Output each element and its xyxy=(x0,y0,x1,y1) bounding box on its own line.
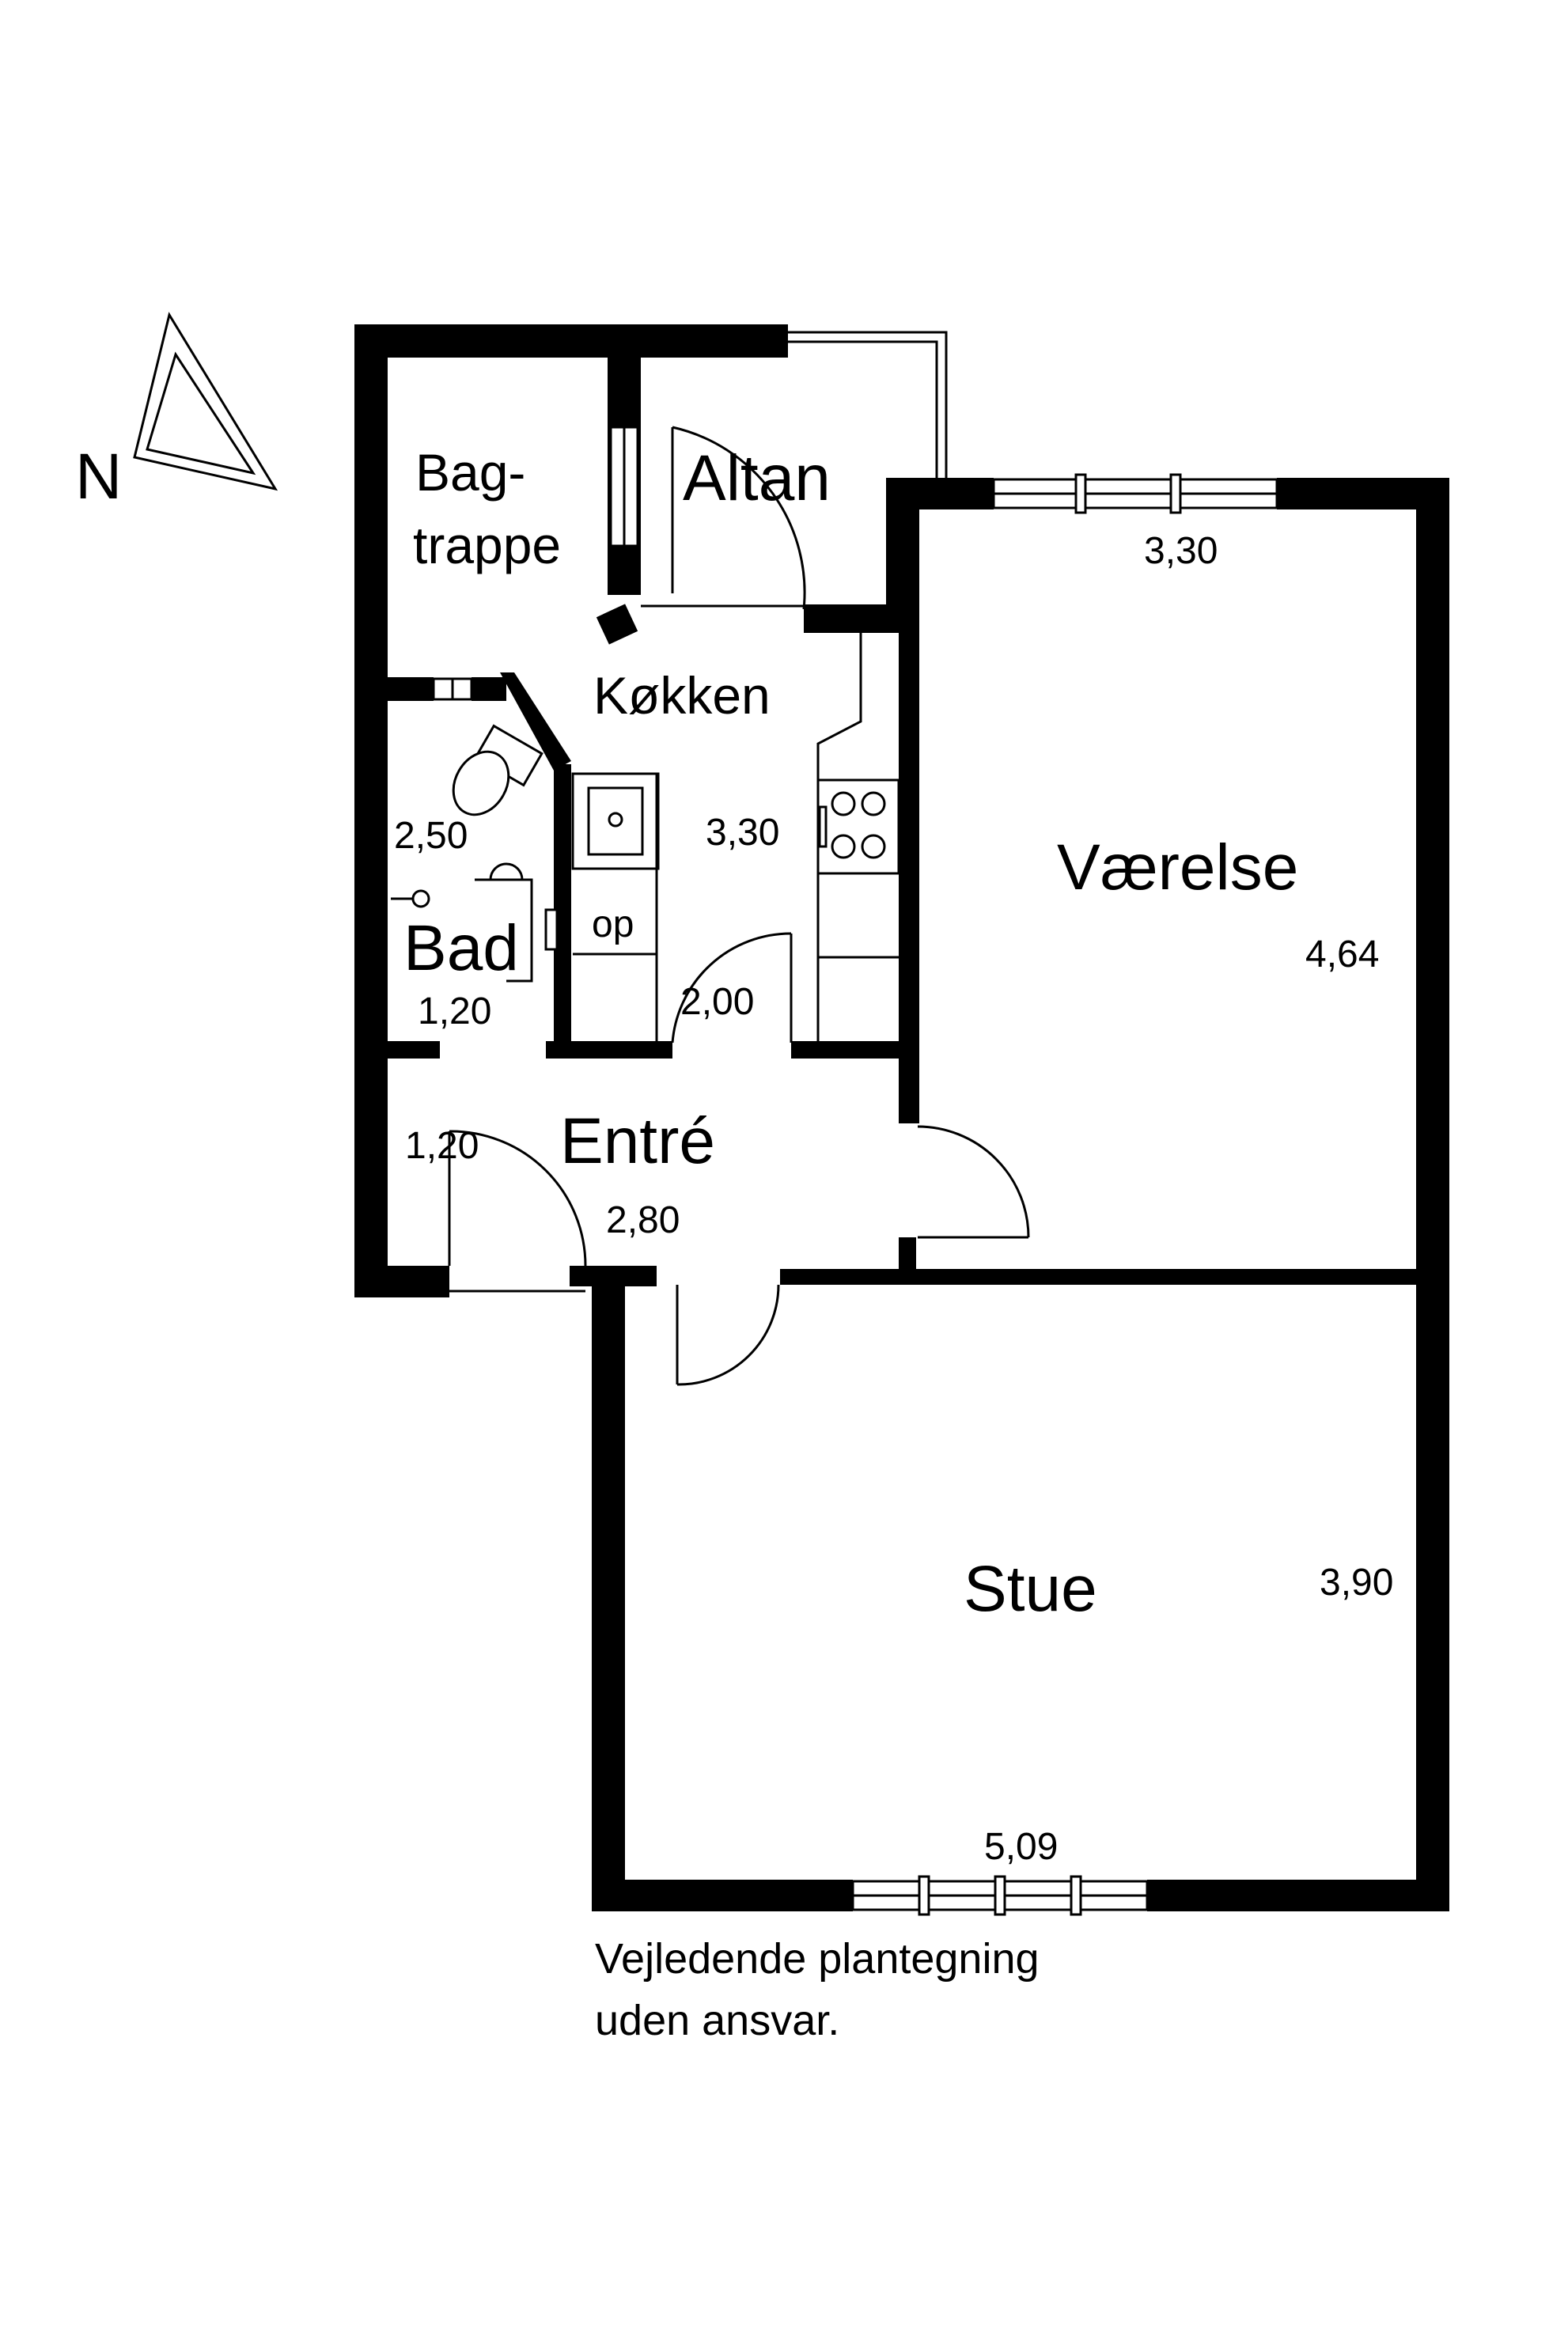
interior-walls xyxy=(388,358,1416,1285)
dim-bad-width: 1,20 xyxy=(418,990,491,1032)
dim-stue-length: 3,90 xyxy=(1320,1562,1393,1604)
room-label-altan: Altan xyxy=(683,442,831,514)
disclaimer-line-2: uden ansvar. xyxy=(595,1997,839,2044)
room-label-entre: Entré xyxy=(560,1105,715,1177)
dim-vaerelse-width: 3,30 xyxy=(1144,530,1218,572)
north-label: N xyxy=(75,441,122,513)
room-label-vaerelse: Værelse xyxy=(1057,831,1298,903)
dim-kokken-length: 3,30 xyxy=(706,812,779,854)
shower-icon xyxy=(391,862,559,983)
stove-icon xyxy=(816,778,900,875)
north-arrow-icon xyxy=(133,312,278,491)
dim-entre-length: 2,80 xyxy=(606,1199,680,1241)
window-bagtrappe xyxy=(609,426,639,547)
dim-kokken-width: 2,00 xyxy=(680,981,754,1023)
window-vaerelse xyxy=(992,473,1278,514)
door-stue xyxy=(676,1284,780,1386)
room-label-bagtrappe-1: Bag- xyxy=(415,443,525,502)
sink-icon xyxy=(587,786,644,856)
door-altan xyxy=(641,426,806,610)
toilet-icon xyxy=(452,724,543,816)
room-label-kokken: Køkken xyxy=(593,666,771,725)
fixture-label-op: op xyxy=(592,903,634,945)
dim-stue-width: 5,09 xyxy=(984,1826,1058,1868)
door-kokken-entre xyxy=(671,932,793,1043)
disclaimer-line-1: Vejledende plantegning xyxy=(595,1935,1040,1983)
room-label-stue: Stue xyxy=(964,1553,1097,1625)
exterior-walls xyxy=(354,324,1449,1911)
room-label-bagtrappe-2: trappe xyxy=(413,516,561,574)
door-entre-vaerelse xyxy=(917,1125,1030,1239)
room-label-bad: Bad xyxy=(403,912,519,984)
balcony-railing xyxy=(788,331,948,478)
dim-bad-length: 2,50 xyxy=(394,815,468,857)
dim-entre-width: 1,20 xyxy=(405,1125,479,1167)
window-stue xyxy=(851,1875,1149,1916)
door-front xyxy=(448,1130,587,1293)
dim-vaerelse-length: 4,64 xyxy=(1305,934,1379,975)
window-bad xyxy=(432,677,473,701)
